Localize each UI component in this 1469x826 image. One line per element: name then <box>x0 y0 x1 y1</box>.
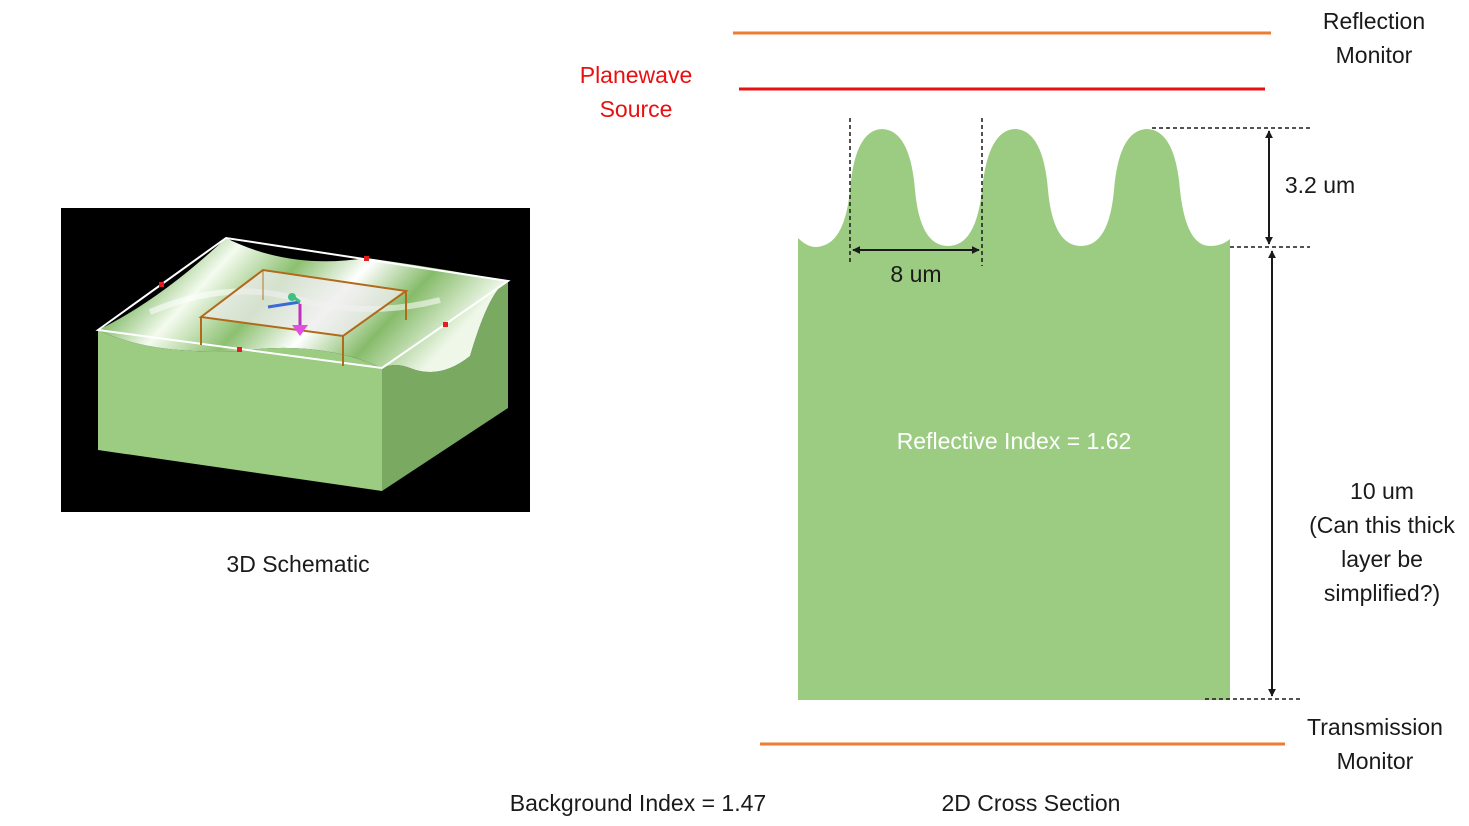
schematic-caption: 3D Schematic <box>226 551 370 577</box>
reflection-monitor-label-line1: Reflection <box>1322 8 1426 34</box>
planewave-source-label-line1: Planewave <box>579 62 693 88</box>
axis-origin-marker <box>288 293 296 301</box>
transmission-monitor-label: Transmission Monitor <box>1290 710 1460 778</box>
grating-layer-shape <box>798 129 1230 700</box>
cross-section-caption: 2D Cross Section <box>941 790 1121 816</box>
boundary-marker <box>237 347 242 352</box>
boundary-marker <box>364 256 369 261</box>
source-direction-icon <box>292 325 308 336</box>
layer-thickness-line3: layer be <box>1341 546 1423 572</box>
layer-thickness-line1: 10 um <box>1350 478 1414 504</box>
simulation-region-outline <box>95 236 511 370</box>
layer-thickness-line4: simplified?) <box>1323 580 1441 606</box>
axis-x-arrow <box>267 300 301 309</box>
boundary-marker <box>159 282 164 287</box>
background-index-label: Background Index = 1.47 <box>509 790 767 816</box>
transmission-monitor-label-line2: Monitor <box>1336 748 1414 774</box>
reflection-monitor-label: Reflection Monitor <box>1294 4 1454 72</box>
planewave-source-label-line2: Source <box>599 96 673 122</box>
planewave-source-label: Planewave Source <box>556 58 716 126</box>
layer-thickness-label: 10 um (Can this thick layer be simplifie… <box>1292 474 1469 610</box>
period-label: 8 um <box>890 261 942 287</box>
reflection-monitor-label-line2: Monitor <box>1335 42 1413 68</box>
3d-schematic-panel <box>61 208 530 512</box>
layer-thickness-line2: (Can this thick <box>1309 512 1455 538</box>
boundary-marker <box>443 322 448 327</box>
grating-height-label: 3.2 um <box>1284 172 1356 198</box>
slab-side-face <box>382 281 508 491</box>
material-index-label: Reflective Index = 1.62 <box>896 428 1132 454</box>
transmission-monitor-label-line1: Transmission <box>1307 714 1443 740</box>
slab-front-face <box>98 330 382 491</box>
2d-cross-section <box>733 31 1310 746</box>
